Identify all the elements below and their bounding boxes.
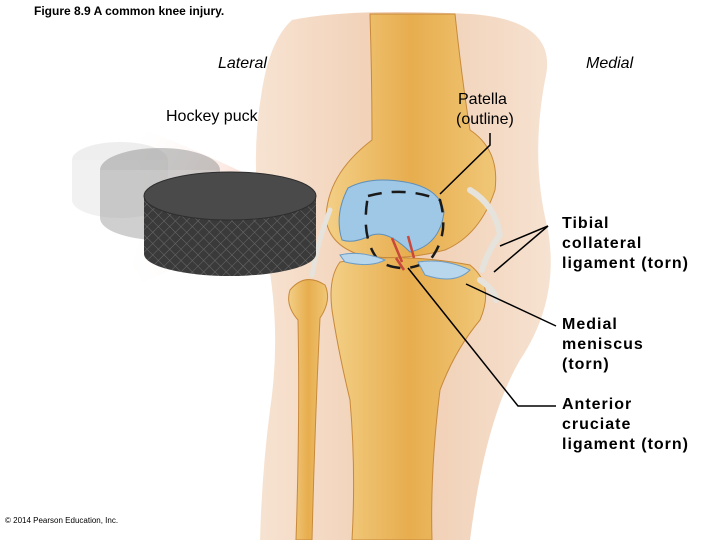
medial-meniscus-label: Medial meniscus (torn) <box>562 316 644 373</box>
hockey-puck-label: Hockey puck <box>166 108 258 125</box>
figure-title: Figure 8.9 A common knee injury. <box>34 4 225 18</box>
leader-tibial-collateral-2 <box>493 225 549 273</box>
leader-medial-meniscus <box>465 283 557 327</box>
lateral-collateral-ligament <box>309 207 333 278</box>
femoral-cartilage <box>338 179 445 253</box>
leader-lines <box>407 133 557 407</box>
lateral-label: Lateral <box>218 55 267 72</box>
medial-label: Medial <box>586 55 634 72</box>
leader-acl <box>407 267 556 407</box>
copyright: © 2014 Pearson Education, Inc. <box>5 516 119 525</box>
lateral-meniscus <box>339 252 387 266</box>
acl-torn <box>390 235 416 271</box>
hockey-puck <box>143 171 317 276</box>
fibula <box>288 279 329 540</box>
patella-label-line2: (outline) <box>456 111 514 128</box>
patella-outline <box>364 190 445 270</box>
patella-label-line1: Patella <box>458 91 507 108</box>
leader-patella <box>439 133 491 195</box>
medial-meniscus <box>417 260 471 280</box>
acl-label: Anterior cruciate ligament (torn) <box>562 396 689 453</box>
tibial-collateral-label: Tibial collateral ligament (torn) <box>562 215 689 272</box>
leader-tibial-collateral-1 <box>499 225 549 247</box>
tibia <box>330 257 487 540</box>
